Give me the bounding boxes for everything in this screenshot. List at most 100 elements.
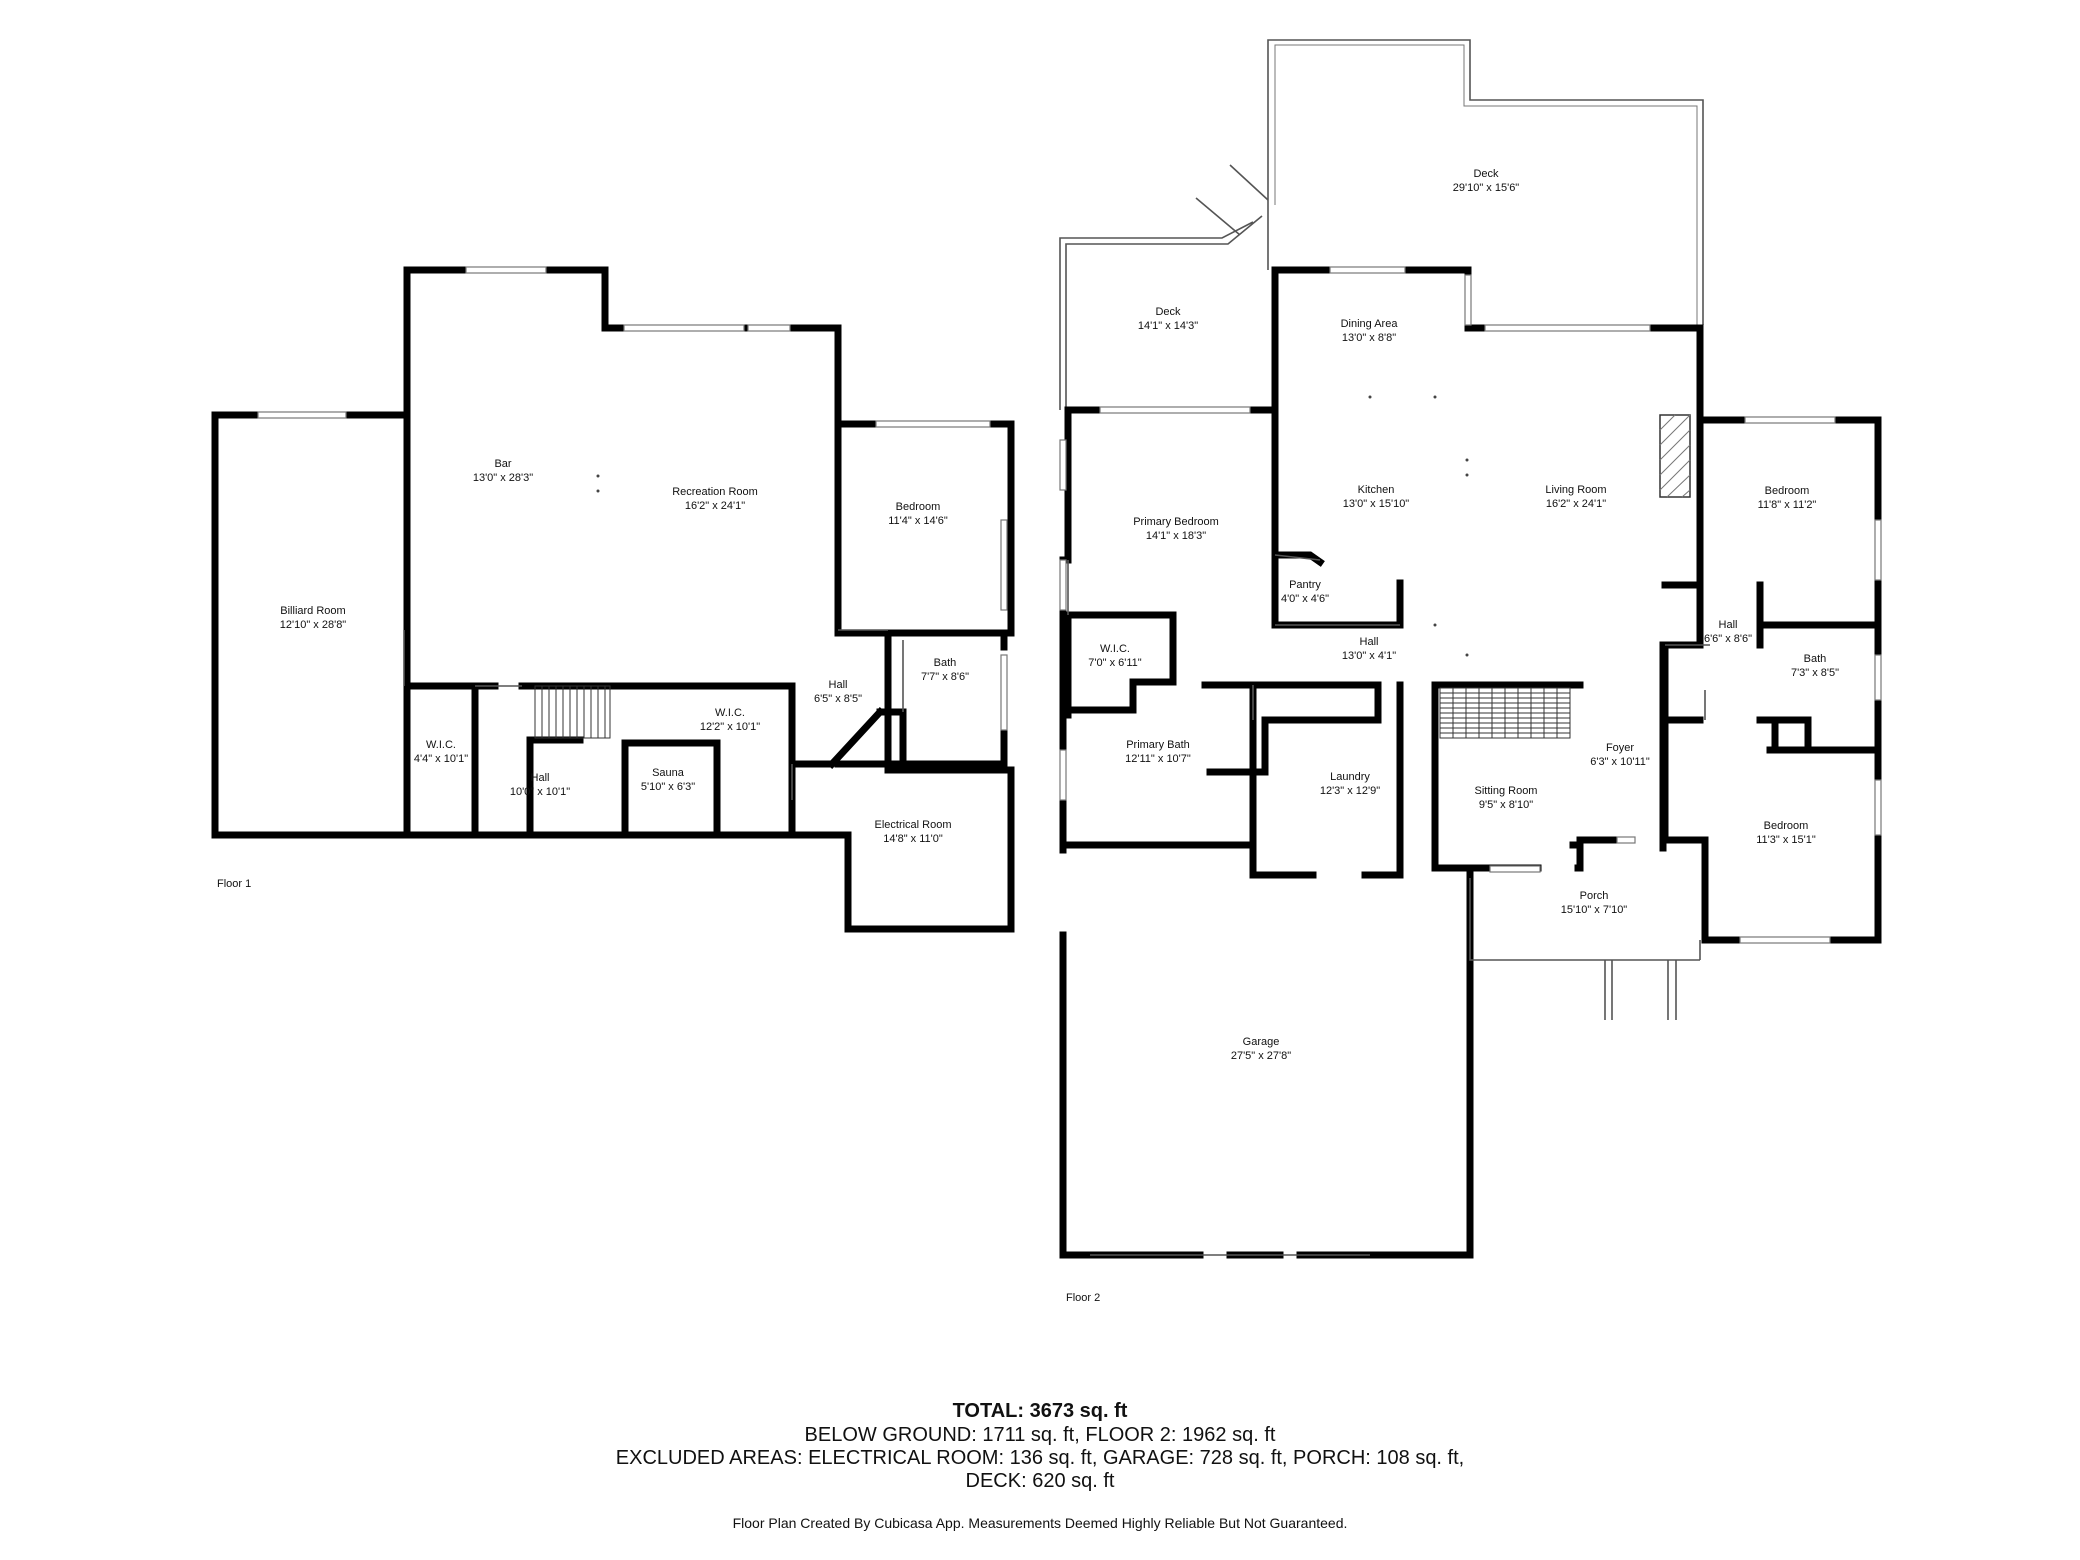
- window: [1059, 749, 1067, 801]
- room-name-foyer: Foyer: [1606, 742, 1634, 754]
- room-name-garage: Garage: [1243, 1036, 1280, 1048]
- floor-1-label: Floor 1: [217, 878, 251, 890]
- window: [623, 324, 745, 332]
- window: [747, 324, 791, 332]
- room-dims-hall-east: 6'6" x 8'6": [1704, 633, 1752, 645]
- floor-1-stairs: [534, 685, 611, 739]
- room-name-bar: Bar: [494, 458, 511, 470]
- window: [1874, 779, 1882, 836]
- room-dims-billiard-room: 12'10" x 28'8": [280, 619, 347, 631]
- left-deck-outline: [1059, 164, 1269, 410]
- room-name-hall-east: Hall: [1719, 619, 1738, 631]
- room-name-hall: Hall: [829, 679, 848, 691]
- floor-2-label: Floor 2: [1066, 1292, 1100, 1304]
- room-name-living-room: Living Room: [1545, 484, 1606, 496]
- window: [1059, 559, 1067, 611]
- right-wing-walls: [1661, 581, 1882, 844]
- central-walls: [1206, 406, 1667, 882]
- room-name-primary-bedroom: Primary Bedroom: [1133, 516, 1219, 528]
- room-name-bath: Bath: [934, 657, 957, 669]
- room-dims-wic-small: 4'4" x 10'1": [414, 753, 468, 765]
- room-labels: Bar 13'0" x 28'3" Recreation Room 16'2" …: [280, 168, 1839, 1062]
- area-breakdown-line-1: BELOW GROUND: 1711 sq. ft, FLOOR 2: 1962…: [804, 1424, 1276, 1446]
- window: [1874, 654, 1882, 701]
- window: [1744, 416, 1836, 424]
- room-name-primary-bath: Primary Bath: [1126, 739, 1190, 751]
- room-dims-bedroom-se: 11'3" x 15'1": [1756, 834, 1816, 846]
- room-dims-living-room: 16'2" x 24'1": [1546, 498, 1606, 510]
- room-dims-foyer: 6'3" x 10'11": [1590, 756, 1650, 768]
- room-name-laundry: Laundry: [1330, 771, 1370, 783]
- room-dims-sauna: 5'10" x 6'3": [641, 781, 695, 793]
- window: [1464, 274, 1472, 326]
- disclaimer: Floor Plan Created By Cubicasa App. Meas…: [732, 1515, 1348, 1531]
- window: [875, 420, 991, 428]
- window: [1000, 519, 1008, 611]
- room-dims-sitting-room: 9'5" x 8'10": [1479, 799, 1533, 811]
- door-openings: [1067, 554, 1710, 720]
- area-breakdown-line-2: EXCLUDED AREAS: ELECTRICAL ROOM: 136 sq.…: [615, 1447, 1465, 1469]
- fixture-dots: [596, 395, 1469, 657]
- room-name-hall-2: Hall: [531, 772, 550, 784]
- room-dims-kitchen: 13'0" x 15'10": [1343, 498, 1410, 510]
- floor-1-plan: [211, 266, 1015, 933]
- room-name-kitchen: Kitchen: [1358, 484, 1395, 496]
- window: [1616, 836, 1636, 844]
- room-dims-primary-bath: 12'11" x 10'7": [1125, 753, 1191, 765]
- room-dims-hall-2: 10'0" x 10'1": [510, 786, 570, 798]
- room-name-pantry: Pantry: [1289, 579, 1321, 591]
- room-dims-bath-east: 7'3" x 8'5": [1791, 667, 1839, 679]
- room-dims-pantry: 4'0" x 4'6": [1281, 593, 1329, 605]
- room-name-deck-upper: Deck: [1473, 168, 1499, 180]
- porch-outline: [1469, 878, 1701, 1020]
- room-dims-wic-large: 12'2" x 10'1": [700, 721, 760, 733]
- room-dims-hall-central: 13'0" x 4'1": [1342, 650, 1396, 662]
- fireplace-hatch: [1659, 414, 1691, 498]
- room-name-sauna: Sauna: [652, 767, 685, 779]
- room-name-sitting-room: Sitting Room: [1475, 785, 1538, 797]
- room-name-dining-area: Dining Area: [1341, 318, 1399, 330]
- room-dims-bath: 7'7" x 8'6": [921, 671, 969, 683]
- fireplace: [1659, 414, 1691, 498]
- room-name-deck-left: Deck: [1155, 306, 1181, 318]
- room-name-hall-central: Hall: [1360, 636, 1379, 648]
- room-name-porch: Porch: [1580, 890, 1609, 902]
- room-dims-garage: 27'5" x 27'8": [1231, 1050, 1291, 1062]
- floor-1-bedroom-walls: [834, 629, 1015, 774]
- room-dims-recreation-room: 16'2" x 24'1": [685, 500, 745, 512]
- room-name-recreation-room: Recreation Room: [672, 486, 758, 498]
- room-dims-bar: 13'0" x 28'3": [473, 472, 533, 484]
- window: [1874, 519, 1882, 581]
- room-name-electrical-room: Electrical Room: [874, 819, 951, 831]
- room-name-wic-large: W.I.C.: [715, 707, 745, 719]
- room-dims-hall: 6'5" x 8'5": [814, 693, 862, 705]
- window: [257, 411, 347, 419]
- room-name-wic-small: W.I.C.: [426, 739, 456, 751]
- primary-suite-walls: [1059, 406, 1474, 1259]
- floor-2-plan: [596, 39, 1882, 1259]
- door-openings: [403, 629, 904, 800]
- room-dims-wic-primary: 7'0" x 6'11": [1088, 657, 1141, 669]
- room-name-billiard-room: Billiard Room: [280, 605, 345, 617]
- room-dims-deck-left: 14'1" x 14'3": [1138, 320, 1198, 332]
- room-dims-bedroom-ne: 11'8" x 11'2": [1758, 499, 1817, 511]
- room-dims-bedroom: 11'4" x 14'6": [888, 515, 948, 527]
- room-name-bedroom-se: Bedroom: [1764, 820, 1809, 832]
- window: [1329, 266, 1406, 274]
- window: [1000, 654, 1008, 731]
- room-dims-electrical-room: 14'8" x 11'0": [883, 833, 943, 845]
- window: [1739, 936, 1831, 944]
- window: [1059, 439, 1067, 491]
- room-dims-porch: 15'10" x 7'10": [1561, 904, 1628, 916]
- room-dims-deck-upper: 29'10" x 15'6": [1453, 182, 1520, 194]
- room-dims-dining-area: 13'0" x 8'8": [1342, 332, 1396, 344]
- room-name-bedroom-ne: Bedroom: [1765, 485, 1810, 497]
- floor-1-interior-walls: [403, 629, 1008, 839]
- window: [1489, 865, 1541, 873]
- area-breakdown-line-3: DECK: 620 sq. ft: [965, 1470, 1115, 1492]
- upper-deck-inner: [1274, 44, 1698, 325]
- room-name-bedroom: Bedroom: [896, 501, 941, 513]
- room-name-wic-primary: W.I.C.: [1100, 643, 1130, 655]
- window: [1484, 324, 1651, 332]
